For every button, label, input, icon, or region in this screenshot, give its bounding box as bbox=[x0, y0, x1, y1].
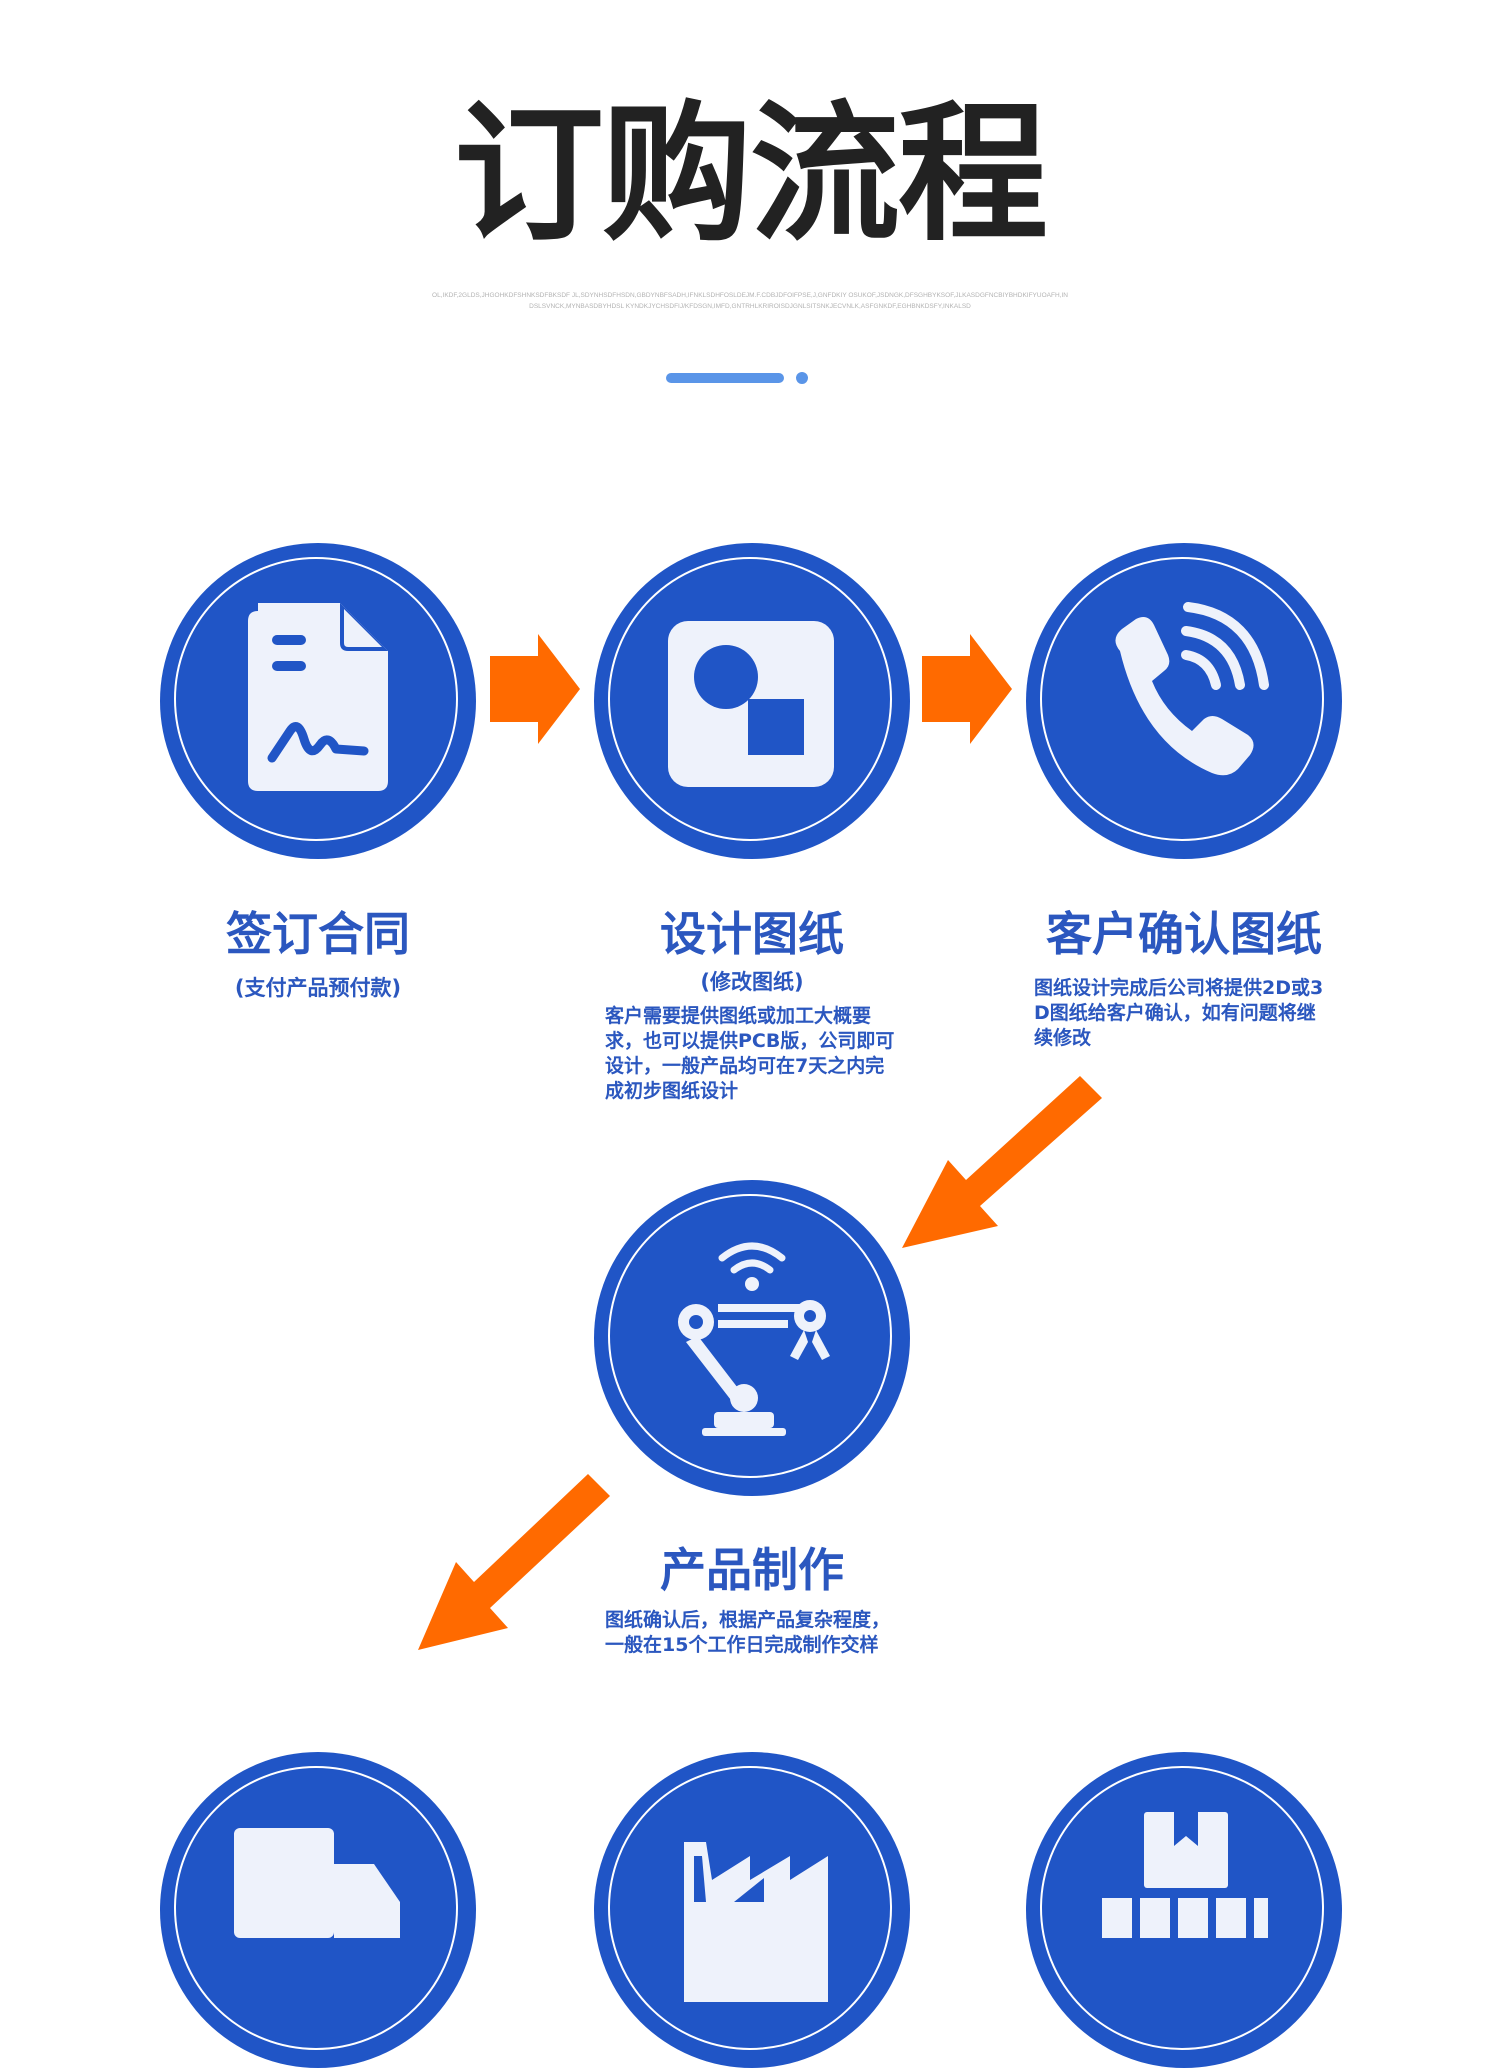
step-3-description: 图纸设计完成后公司将提供2D或3D图纸给客户确认，如有问题将继续修改 bbox=[1034, 977, 1324, 1049]
contract-document-icon bbox=[248, 603, 388, 791]
step-5-circle bbox=[160, 1752, 476, 2068]
step-1-subtitle: (支付产品预付款) bbox=[234, 976, 402, 1000]
warehouse-boxes-icon bbox=[1102, 1812, 1268, 1938]
step-4-title: 产品制作 bbox=[660, 1543, 844, 1597]
step-2-description: 客户需要提供图纸或加工大概要求，也可以提供PCB版，公司即可设计，一般产品均可在… bbox=[605, 1005, 895, 1102]
title-underline-bar bbox=[666, 373, 784, 383]
robot-arm-icon bbox=[678, 1242, 830, 1436]
step-1-title: 签订合同 bbox=[226, 907, 410, 961]
decorative-subtext: OL,IKDF,2GLDS,JHGOHKDFSHNKSDFBKSDF JL,SD… bbox=[432, 292, 1068, 310]
design-shapes-icon bbox=[668, 621, 834, 787]
step-2-subtitle: (修改图纸) bbox=[700, 970, 804, 994]
step-1-circle bbox=[160, 543, 476, 859]
order-process-page: 订购流程 OL,IKDF,2GLDS,JHGOHKDFSHNKSDFBKSDF … bbox=[160, 88, 1342, 2068]
step-4-description: 图纸确认后，根据产品复杂程度，一般在15个工作日完成制作交样 bbox=[605, 1609, 891, 1656]
factory-icon bbox=[684, 1842, 828, 2002]
step-3-title: 客户确认图纸 bbox=[1046, 907, 1322, 961]
step-3-circle bbox=[1026, 543, 1342, 859]
arrow-diagonal-1 bbox=[902, 1076, 1102, 1248]
step-2-circle bbox=[594, 543, 910, 859]
title-underline-dot bbox=[796, 372, 808, 384]
phone-call-icon bbox=[1115, 602, 1269, 776]
step-6-circle bbox=[594, 1752, 910, 2068]
arrow-diagonal-2 bbox=[418, 1474, 610, 1650]
page-title: 订购流程 bbox=[453, 88, 1048, 262]
step-4-circle bbox=[594, 1180, 910, 1496]
arrow-right-2 bbox=[922, 634, 1012, 744]
arrow-right-1 bbox=[490, 634, 580, 744]
step-7-circle bbox=[1026, 1752, 1342, 2068]
delivery-truck-icon bbox=[234, 1828, 400, 1938]
step-2-title: 设计图纸 bbox=[660, 907, 844, 961]
